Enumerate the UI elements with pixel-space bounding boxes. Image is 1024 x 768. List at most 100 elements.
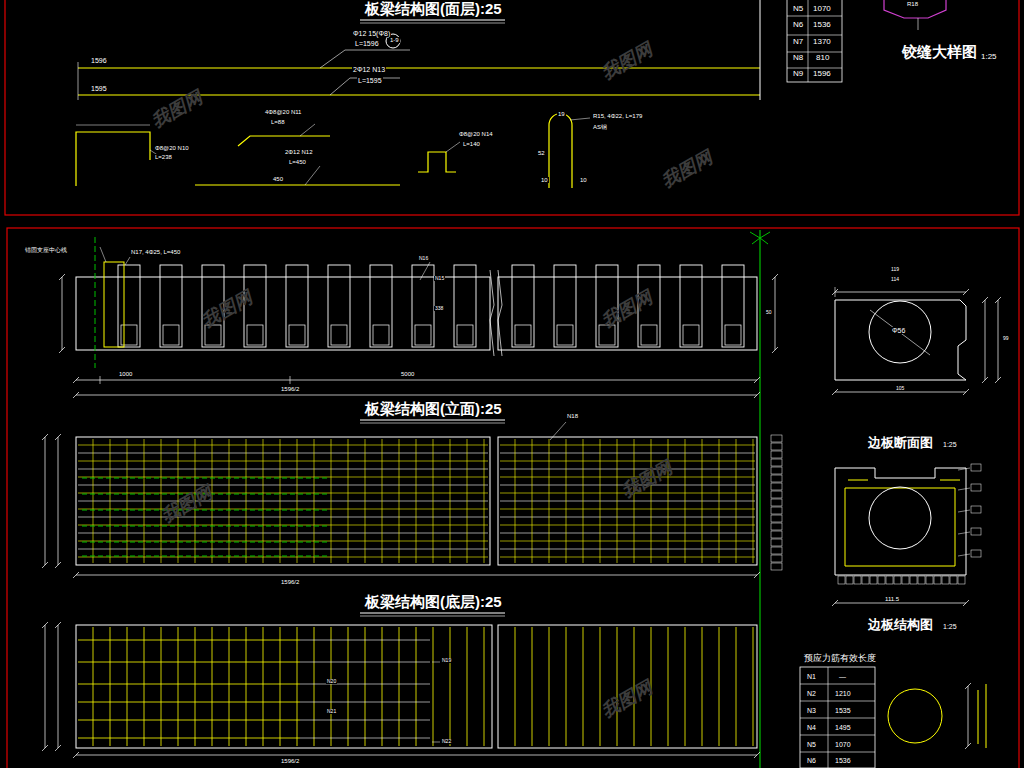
watermark: 我图网 bbox=[149, 88, 205, 131]
transverse-bar bbox=[144, 627, 145, 746]
dimension-tick bbox=[42, 434, 48, 440]
note: 锚固支座中心线 bbox=[24, 247, 68, 253]
title-underline bbox=[360, 420, 505, 421]
table-cell: 1536 bbox=[834, 757, 852, 764]
scale-note: 1:25 bbox=[980, 53, 998, 61]
leader-line bbox=[432, 662, 440, 663]
view-title: 板梁结构图(面层):25 bbox=[363, 1, 504, 17]
table-cell: N7 bbox=[792, 38, 804, 46]
transverse-bar bbox=[450, 439, 451, 563]
stirrup-leg bbox=[289, 325, 305, 345]
longitudinal-bar bbox=[300, 702, 430, 703]
table-cell: N9 bbox=[792, 70, 804, 78]
transverse-bar bbox=[549, 627, 550, 746]
bar-number-box bbox=[771, 483, 782, 490]
dimension-tick bbox=[59, 274, 65, 280]
transverse-bar bbox=[467, 627, 468, 746]
dimension-tick bbox=[42, 745, 48, 751]
dimension: 5000 bbox=[400, 371, 415, 377]
longitudinal-bar bbox=[500, 517, 755, 518]
leader-line bbox=[446, 142, 460, 152]
longitudinal-bar bbox=[78, 662, 300, 663]
longitudinal-bar bbox=[78, 517, 488, 518]
void-circle bbox=[869, 487, 931, 549]
transverse-bar bbox=[566, 627, 567, 746]
transverse-bar bbox=[668, 627, 669, 746]
transverse-bar bbox=[127, 627, 128, 746]
bar-number-box bbox=[958, 576, 965, 584]
diameter-line bbox=[870, 310, 930, 355]
leader-line bbox=[100, 247, 106, 262]
beam-outline bbox=[498, 437, 757, 565]
leader-line bbox=[125, 257, 130, 265]
rebar-shape bbox=[76, 132, 150, 186]
dimension-tick bbox=[772, 347, 778, 353]
transverse-bar bbox=[583, 439, 584, 563]
transverse-bar bbox=[161, 439, 162, 563]
longitudinal-bar bbox=[500, 557, 755, 558]
hidden-bar bbox=[82, 478, 330, 479]
dimension: 338 bbox=[434, 306, 444, 311]
table-cell: N6 bbox=[792, 21, 804, 29]
longitudinal-bar bbox=[78, 640, 300, 641]
bar-number-box bbox=[870, 576, 877, 584]
longitudinal-bar bbox=[300, 720, 430, 721]
stirrup-leg bbox=[373, 325, 389, 345]
transverse-bar bbox=[753, 627, 754, 746]
transverse-bar bbox=[467, 439, 468, 563]
scale-note: 1:25 bbox=[942, 441, 958, 448]
dimension-line bbox=[985, 300, 986, 380]
center-line bbox=[95, 237, 96, 368]
longitudinal-bar bbox=[500, 453, 755, 454]
bar-number-box bbox=[942, 576, 949, 584]
rebar-shape bbox=[978, 684, 986, 748]
leader-line bbox=[330, 78, 400, 95]
dimension-tick bbox=[78, 62, 79, 100]
symmetry-mark bbox=[750, 232, 770, 244]
dimension: R18 bbox=[906, 1, 919, 7]
stirrup-leg bbox=[247, 325, 263, 345]
callout-circle bbox=[386, 34, 400, 48]
dimension-tick bbox=[965, 743, 971, 749]
stirrup-leg bbox=[457, 325, 473, 345]
spiral-ring bbox=[888, 689, 942, 743]
dimension-line bbox=[775, 277, 776, 350]
table-rule bbox=[800, 684, 875, 685]
watermark: 我图网 bbox=[619, 458, 675, 501]
dimension-tick bbox=[42, 622, 48, 628]
beam-outline bbox=[498, 625, 757, 748]
transverse-bar bbox=[433, 439, 434, 563]
callout-number: 1-9 bbox=[389, 37, 400, 43]
callout-number: N18 bbox=[566, 413, 579, 419]
transverse-bar bbox=[229, 627, 230, 746]
table-cell: 1070 bbox=[812, 5, 832, 13]
transverse-bar bbox=[719, 627, 720, 746]
longitudinal-bar bbox=[500, 477, 755, 478]
longitudinal-bar bbox=[78, 525, 488, 526]
leader-line bbox=[420, 262, 430, 280]
dimension-line bbox=[45, 437, 46, 565]
leader-line bbox=[958, 554, 970, 556]
bar-number-box bbox=[771, 507, 782, 514]
beam-outline bbox=[76, 437, 490, 565]
dimension-line bbox=[76, 380, 757, 381]
title-underline bbox=[360, 20, 505, 21]
table-cell: N1 bbox=[806, 673, 817, 680]
table-rule bbox=[787, 68, 842, 69]
transverse-bar bbox=[634, 439, 635, 563]
rebar-line bbox=[78, 67, 760, 68]
bar-number-box bbox=[771, 459, 782, 466]
dimension-line bbox=[918, 18, 919, 30]
rebar-shape bbox=[238, 136, 330, 146]
stirrup-leg bbox=[331, 325, 347, 345]
hidden-bar bbox=[82, 542, 330, 543]
hidden-bar bbox=[82, 510, 330, 511]
table-frame bbox=[800, 667, 875, 768]
transverse-bar bbox=[93, 439, 94, 563]
bar-number-box bbox=[854, 576, 861, 584]
stirrup bbox=[722, 265, 744, 347]
transverse-bar bbox=[246, 439, 247, 563]
transverse-bar bbox=[110, 439, 111, 563]
rebar-note: Φ12 15(Φ8) bbox=[352, 30, 391, 37]
dimension-tick bbox=[290, 376, 291, 384]
